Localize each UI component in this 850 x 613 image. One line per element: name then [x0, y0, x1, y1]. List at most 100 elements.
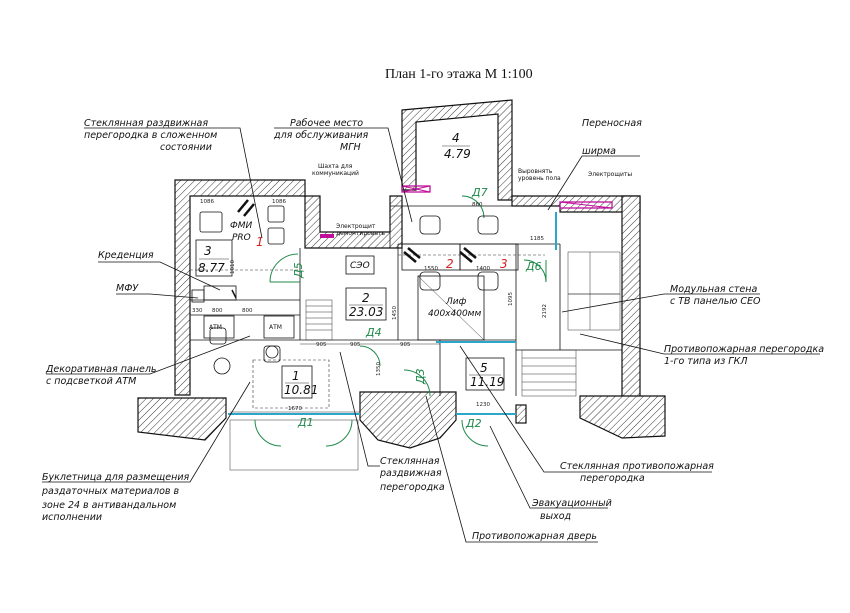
plan-title: План 1-го этажа М 1:100 — [385, 67, 533, 82]
svg-text:1185: 1185 — [530, 236, 544, 242]
callout-modular-wall: Модульная стена с ТВ панелью СЕО — [561, 284, 761, 313]
svg-text:23.03: 23.03 — [349, 305, 383, 319]
svg-text:1450: 1450 — [392, 306, 398, 320]
svg-text:Д7: Д7 — [471, 186, 488, 199]
svg-text:1400: 1400 — [476, 266, 490, 272]
svg-text:перегородка: перегородка — [580, 473, 645, 484]
svg-text:11.19: 11.19 — [470, 375, 504, 389]
svg-text:10.81: 10.81 — [284, 383, 318, 397]
doors — [254, 195, 547, 447]
svg-text:905: 905 — [316, 342, 327, 348]
callout-credenza: Креденция — [98, 250, 221, 291]
lift-size-label: 400x400мм — [428, 309, 481, 319]
svg-text:1095: 1095 — [508, 292, 514, 306]
svg-text:1: 1 — [292, 369, 300, 383]
svg-text:с подсветкой АТМ: с подсветкой АТМ — [46, 376, 136, 387]
small-notes: Шахта для коммуникаций Электрощит демонт… — [312, 163, 632, 237]
svg-text:Д2: Д2 — [465, 417, 482, 430]
red-num-3: 3 — [500, 257, 508, 271]
room-5: 5 11.19 — [465, 357, 505, 391]
fmi-label: ФМИ — [230, 221, 253, 231]
svg-text:раздвижная: раздвижная — [379, 468, 442, 479]
svg-text:Противопожарная перегородка: Противопожарная перегородка — [664, 344, 824, 355]
svg-text:800: 800 — [242, 308, 253, 314]
callout-glass-sliding-folded: Стеклянная раздвижная перегородка в слож… — [84, 118, 263, 239]
svg-text:перегородка: перегородка — [380, 482, 445, 493]
svg-text:4.79: 4.79 — [444, 147, 471, 161]
svg-text:состоянии: состоянии — [160, 142, 212, 153]
callout-fire-door: Противопожарная дверь — [425, 395, 598, 543]
callout-glass-fire: Стеклянная противопожарная перегородка — [459, 345, 714, 484]
svg-text:860: 860 — [472, 202, 483, 208]
room-3: 3 8.77 — [195, 239, 233, 277]
svg-text:1086: 1086 — [272, 199, 286, 205]
svg-text:исполнении: исполнении — [42, 512, 102, 523]
svg-text:Д6: Д6 — [525, 260, 542, 273]
svg-text:4: 4 — [452, 131, 460, 145]
red-num-2: 2 — [446, 257, 454, 271]
svg-text:выход: выход — [540, 511, 572, 522]
svg-text:демонтировать: демонтировать — [336, 230, 386, 237]
svg-text:800: 800 — [212, 308, 223, 314]
svg-text:5: 5 — [480, 361, 488, 375]
svg-text:для обслуживания: для обслуживания — [273, 130, 369, 141]
svg-text:905: 905 — [400, 342, 411, 348]
room-4: 4 4.79 — [442, 131, 471, 161]
red-num-1: 1 — [256, 235, 264, 249]
callout-deco-panel: Декоративная панель с подсветкой АТМ — [45, 335, 251, 387]
svg-text:Декоративная панель: Декоративная панель — [45, 364, 157, 375]
svg-text:Шахта для: Шахта для — [318, 163, 353, 170]
magenta-markers — [320, 185, 613, 238]
lift-label: Лиф — [445, 297, 467, 307]
svg-text:Стеклянная противопожарная: Стеклянная противопожарная — [560, 461, 714, 472]
room-1: 1 10.81 — [281, 365, 318, 399]
svg-text:раздаточных материалов в: раздаточных материалов в — [41, 486, 180, 497]
svg-text:зоне 24 в антивандальном: зоне 24 в антивандальном — [42, 500, 176, 511]
svg-text:2: 2 — [362, 291, 370, 305]
svg-text:Рабочее место: Рабочее место — [290, 118, 363, 129]
walls — [137, 99, 666, 449]
svg-text:Д3: Д3 — [414, 368, 427, 385]
svg-text:коммуникаций: коммуникаций — [312, 170, 359, 177]
svg-text:уровень пола: уровень пола — [518, 175, 561, 182]
svg-text:Электрощиты: Электрощиты — [588, 171, 632, 178]
svg-text:Д1: Д1 — [297, 416, 314, 429]
furniture — [199, 199, 519, 375]
svg-text:1010: 1010 — [230, 260, 236, 274]
svg-text:1230: 1230 — [476, 402, 490, 408]
svg-text:перегородка в сложенном: перегородка в сложенном — [84, 130, 217, 141]
atm-label-2: АТМ — [269, 324, 282, 331]
svg-text:1550: 1550 — [424, 266, 438, 272]
svg-text:Стеклянная: Стеклянная — [380, 456, 440, 467]
svg-text:Стеклянная раздвижная: Стеклянная раздвижная — [84, 118, 208, 129]
svg-text:Электрощит: Электрощит — [336, 223, 376, 230]
svg-text:Эвакуационный: Эвакуационный — [531, 498, 612, 509]
callout-mfu: МФУ — [116, 283, 199, 299]
glass-partitions — [228, 212, 557, 415]
room-2: 2 23.03 — [345, 287, 387, 321]
svg-text:с ТВ панелью СЕО: с ТВ панелью СЕО — [670, 296, 761, 307]
callout-glass-sliding: Стеклянная раздвижная перегородка — [339, 351, 445, 493]
partitions — [190, 205, 622, 471]
dimensions: 1086 1086 1010 330 800 800 905 905 905 1… — [192, 199, 548, 413]
atm-label-1: АТМ — [209, 324, 222, 331]
svg-text:2192: 2192 — [542, 304, 548, 318]
svg-text:Д4: Д4 — [365, 326, 382, 339]
svg-text:Противопожарная дверь: Противопожарная дверь — [472, 531, 597, 542]
svg-text:ширма: ширма — [582, 146, 616, 157]
svg-text:1-го типа из ГКЛ: 1-го типа из ГКЛ — [664, 356, 747, 367]
svg-text:Переносная: Переносная — [582, 118, 642, 129]
svg-text:Буклетница для размещения: Буклетница для размещения — [42, 472, 189, 483]
svg-text:Д5: Д5 — [292, 262, 305, 279]
callout-portable-screen: Переносная ширма — [547, 118, 642, 211]
seo-label: СЭО — [350, 261, 370, 271]
svg-text:905: 905 — [350, 342, 361, 348]
svg-text:Креденция: Креденция — [98, 250, 154, 261]
callout-evac-exit: Эвакуационный выход — [489, 425, 612, 522]
svg-text:3: 3 — [204, 244, 212, 258]
svg-text:330: 330 — [192, 308, 203, 314]
svg-text:1670: 1670 — [288, 406, 302, 412]
door-labels: Д1 Д2 Д3 Д4 Д5 Д6 Д7 — [292, 186, 542, 430]
svg-text:Модульная стена: Модульная стена — [670, 284, 757, 295]
